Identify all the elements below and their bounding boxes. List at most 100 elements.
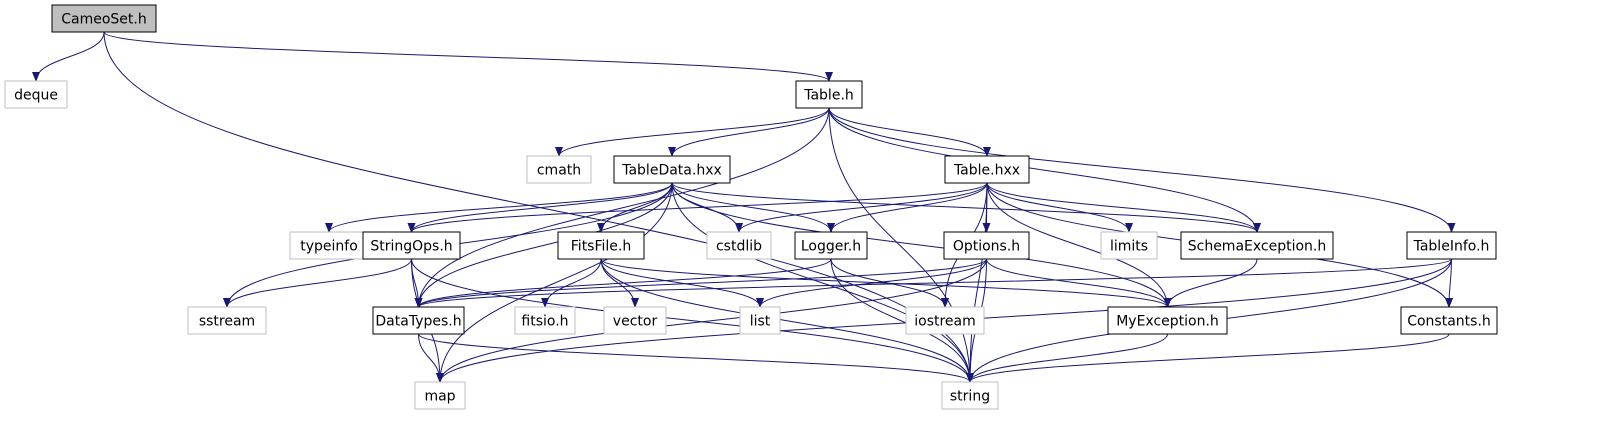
node-label: Constants.h [1407, 314, 1491, 330]
edge-options-to-myexc [986, 258, 1172, 308]
node-box [943, 231, 1030, 260]
node-cameoset[interactable]: CameoSet.h [51, 4, 157, 33]
node-constants[interactable]: Constants.h [1400, 306, 1498, 335]
edge-tabledata-to-logger [671, 182, 835, 233]
node-label: DataTypes.h [375, 314, 461, 330]
node-label: sstream [199, 314, 255, 330]
node-box [1180, 231, 1334, 260]
node-box [1100, 231, 1158, 260]
node-label: cmath [537, 163, 581, 179]
edge-tabledata-to-map [436, 182, 673, 383]
node-logger[interactable]: Logger.h [794, 231, 868, 260]
edge-tabledata-to-stringops [407, 182, 673, 233]
node-sstream: sstream [187, 306, 267, 335]
node-box [526, 155, 592, 184]
node-label: CameoSet.h [61, 12, 146, 28]
edge-table_hxx-to-cstdlib [735, 182, 988, 233]
edge-logger-to-string [830, 258, 974, 383]
node-label: list [750, 314, 771, 330]
edge-tabledata-to-string [671, 182, 974, 383]
node-box [51, 4, 157, 33]
edge-table_hxx-to-string [966, 182, 988, 383]
node-box [1400, 306, 1498, 335]
node-box [187, 306, 267, 335]
edge-table_hxx-to-myexc [986, 182, 1172, 308]
node-list: list [739, 306, 781, 335]
node-box [4, 80, 68, 109]
edge-table_hxx-to-limits [986, 182, 1133, 233]
edge-myexc-to-string [966, 333, 1168, 383]
node-table_hxx[interactable]: Table.hxx [944, 155, 1030, 184]
node-fitsfile[interactable]: FitsFile.h [557, 231, 645, 260]
node-table_h[interactable]: Table.h [795, 80, 863, 109]
edge-tabledata-to-schemaexc [671, 182, 1261, 233]
node-box [414, 381, 466, 410]
edge-fitsfile-to-string [600, 258, 974, 383]
node-label: iostream [914, 314, 976, 330]
node-label: StringOps.h [370, 239, 452, 255]
node-datatypes[interactable]: DataTypes.h [372, 306, 465, 335]
edge-stringops-to-string [411, 258, 974, 383]
node-schemaexc[interactable]: SchemaException.h [1180, 231, 1334, 260]
edge-datatypes-to-map [418, 333, 444, 383]
edge-tabledata-to-typeinfo [325, 182, 673, 233]
edge-cameoset-to-deque [32, 31, 105, 82]
node-box [739, 306, 781, 335]
node-box [557, 231, 645, 260]
edge-cameoset-to-table_h [103, 31, 833, 82]
node-box [372, 306, 465, 335]
edge-schemaexc-to-myexc [1163, 258, 1258, 308]
node-label: FitsFile.h [571, 239, 631, 255]
node-label: TableInfo.h [1413, 239, 1490, 255]
edge-tableinfo-to-constants [1445, 258, 1454, 308]
edge-constants-to-string [966, 333, 1450, 383]
node-box [289, 231, 369, 260]
node-stringops[interactable]: StringOps.h [362, 231, 461, 260]
edge-options-to-list [756, 258, 987, 308]
node-label: Table.h [803, 88, 854, 104]
node-label: map [424, 389, 455, 405]
node-box [905, 306, 985, 335]
node-box [794, 231, 868, 260]
node-box [362, 231, 461, 260]
edge-options-to-map [436, 258, 987, 383]
edge-table_h-to-datatypes [414, 107, 830, 308]
edge-tableinfo-to-datatypes [414, 258, 1452, 308]
node-box [944, 155, 1030, 184]
node-label: typeinfo [300, 239, 358, 255]
node-label: limits [1110, 239, 1148, 255]
edge-fitsfile-to-list [600, 258, 764, 308]
edge-table_hxx-to-logger [827, 182, 988, 233]
edges-layer [32, 31, 1456, 383]
edge-table_h-to-schemaexc [828, 107, 1261, 233]
edge-table_hxx-to-stringops [407, 182, 988, 233]
node-box [795, 80, 863, 109]
edge-tabledata-to-datatypes [414, 182, 673, 308]
edge-table_h-to-tabledata [668, 107, 830, 157]
node-box [706, 231, 772, 260]
node-map: map [414, 381, 466, 410]
node-typeinfo: typeinfo [289, 231, 369, 260]
node-label: SchemaException.h [1188, 239, 1327, 255]
node-box [1107, 306, 1228, 335]
edge-tabledata-to-myexc [671, 182, 1172, 308]
node-cmath: cmath [526, 155, 592, 184]
node-options[interactable]: Options.h [943, 231, 1030, 260]
node-tableinfo[interactable]: TableInfo.h [1406, 231, 1497, 260]
edge-options-to-datatypes [414, 258, 987, 308]
node-fitsio: fitsio.h [514, 306, 576, 335]
edge-fitsfile-to-fitsio [541, 258, 602, 308]
node-label: Logger.h [801, 239, 861, 255]
node-myexc[interactable]: MyException.h [1107, 306, 1228, 335]
node-limits: limits [1100, 231, 1158, 260]
node-label: cstdlib [716, 239, 762, 255]
node-label: fitsio.h [521, 314, 568, 330]
edge-table_h-to-table_hxx [828, 107, 991, 157]
node-tabledata[interactable]: TableData.hxx [613, 155, 731, 184]
node-box [613, 155, 731, 184]
node-iostream: iostream [905, 306, 985, 335]
node-label: TableData.hxx [621, 163, 722, 179]
edge-logger-to-datatypes [414, 258, 832, 308]
